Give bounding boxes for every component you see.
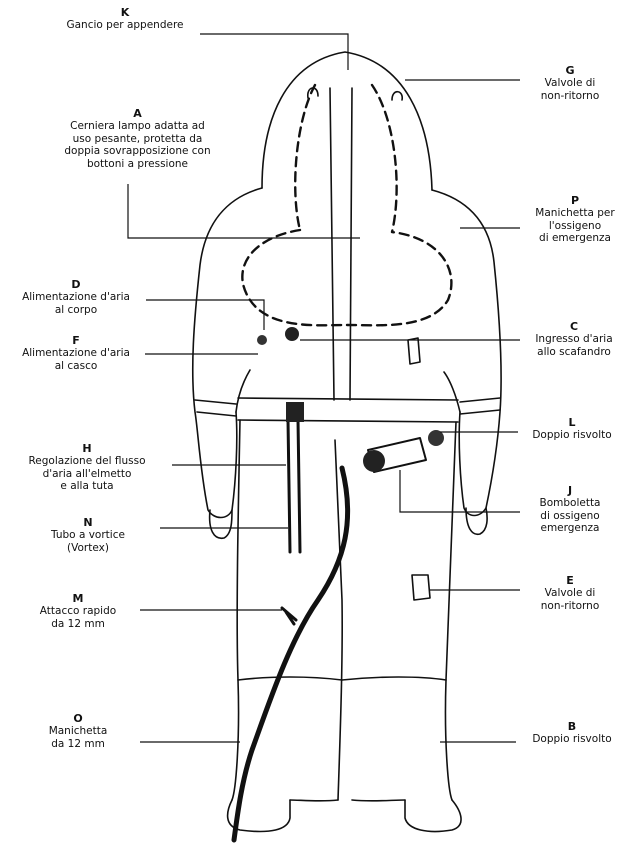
label-H-line1: Regolazione del flusso xyxy=(4,455,170,468)
air-inlet-valve xyxy=(285,327,299,341)
side-pocket xyxy=(408,338,420,364)
label-C-code: C xyxy=(520,320,628,333)
label-N-code: N xyxy=(18,516,158,529)
torso-left xyxy=(236,370,250,412)
belt xyxy=(238,398,458,422)
back-pocket xyxy=(412,575,430,600)
bottle-cap xyxy=(363,450,385,472)
label-H-line2: d'aria all'elmetto xyxy=(4,468,170,481)
label-K-code: K xyxy=(50,6,200,19)
label-B-code: B xyxy=(516,720,628,733)
label-O-code: O xyxy=(16,712,140,725)
torso-right xyxy=(444,372,460,412)
label-J: J Bomboletta di ossigeno emergenza xyxy=(520,484,620,535)
label-A-line1: Cerniera lampo adatta ad xyxy=(50,120,225,133)
leader-D xyxy=(146,300,264,330)
label-A-code: A xyxy=(50,107,225,120)
label-E-code: E xyxy=(520,574,620,587)
label-N: N Tubo a vortice (Vortex) xyxy=(18,516,158,554)
hanger-loop-right xyxy=(392,92,402,100)
label-G: G Valvole di non-ritorno xyxy=(520,64,620,102)
label-F-line2: al casco xyxy=(6,360,146,373)
label-D-line1: Alimentazione d'aria xyxy=(6,291,146,304)
label-L: L Doppio risvolto xyxy=(518,416,626,442)
label-D-code: D xyxy=(6,278,146,291)
label-E-line2: non-ritorno xyxy=(520,600,620,613)
label-O: O Manichetta da 12 mm xyxy=(16,712,140,750)
label-M-code: M xyxy=(16,592,140,605)
label-G-line1: Valvole di xyxy=(520,77,620,90)
leader-A xyxy=(128,184,360,238)
crotch xyxy=(335,440,342,800)
label-M-line2: da 12 mm xyxy=(16,618,140,631)
label-E: E Valvole di non-ritorno xyxy=(520,574,620,612)
label-K: K Gancio per appendere xyxy=(50,6,200,32)
label-K-text: Gancio per appendere xyxy=(50,19,200,32)
left-knee-patch xyxy=(238,677,342,680)
zipper-strip xyxy=(330,88,352,400)
label-P: P Manichetta per l'ossigeno di emergenza xyxy=(520,194,630,245)
label-O-line2: da 12 mm xyxy=(16,738,140,751)
label-C-line1: Ingresso d'aria xyxy=(520,333,628,346)
label-F-code: F xyxy=(6,334,146,347)
label-E-line1: Valvole di xyxy=(520,587,620,600)
label-G-code: G xyxy=(520,64,620,77)
label-O-line1: Manichetta xyxy=(16,725,140,738)
label-H-code: H xyxy=(4,442,170,455)
label-P-line2: l'ossigeno xyxy=(520,220,630,233)
right-leg xyxy=(445,422,456,800)
label-J-line3: emergenza xyxy=(520,522,620,535)
label-J-code: J xyxy=(520,484,620,497)
label-D: D Alimentazione d'aria al corpo xyxy=(6,278,146,316)
label-J-line1: Bomboletta xyxy=(520,497,620,510)
label-L-text: Doppio risvolto xyxy=(518,429,626,442)
label-N-line2: (Vortex) xyxy=(18,542,158,555)
label-H-line3: e alla tuta xyxy=(4,480,170,493)
label-C: C Ingresso d'aria allo scafandro xyxy=(520,320,628,358)
label-P-code: P xyxy=(520,194,630,207)
helmet-supply-nozzle xyxy=(257,335,267,345)
right-boot xyxy=(405,800,461,832)
label-B-text: Doppio risvolto xyxy=(516,733,628,746)
quick-connector xyxy=(282,608,296,624)
inner-left-leg xyxy=(290,800,338,801)
label-G-line2: non-ritorno xyxy=(520,90,620,103)
label-H: H Regolazione del flusso d'aria all'elme… xyxy=(4,442,170,493)
right-cuff xyxy=(460,398,500,414)
label-P-line3: di emergenza xyxy=(520,232,630,245)
label-M-line1: Attacco rapido xyxy=(16,605,140,618)
right-shoulder-arm xyxy=(432,190,501,516)
label-A-line4: bottoni a pressione xyxy=(50,158,225,171)
label-L-code: L xyxy=(518,416,626,429)
label-A-line2: uso pesante, protetta da xyxy=(50,133,225,146)
left-cuff xyxy=(195,400,236,416)
hood-outline xyxy=(262,52,432,190)
label-B: B Doppio risvolto xyxy=(516,720,628,746)
label-F: F Alimentazione d'aria al casco xyxy=(6,334,146,372)
label-A-line3: doppia sovrapposizione con xyxy=(50,145,225,158)
label-A: A Cerniera lampo adatta ad uso pesante, … xyxy=(50,107,225,170)
label-D-line2: al corpo xyxy=(6,304,146,317)
label-M: M Attacco rapido da 12 mm xyxy=(16,592,140,630)
label-P-line1: Manichetta per xyxy=(520,207,630,220)
right-knee-patch xyxy=(342,677,446,680)
label-J-line2: di ossigeno xyxy=(520,510,620,523)
label-N-line1: Tubo a vortice xyxy=(18,529,158,542)
label-C-line2: allo scafandro xyxy=(520,346,628,359)
label-F-line1: Alimentazione d'aria xyxy=(6,347,146,360)
leader-K xyxy=(200,34,348,70)
flow-regulator xyxy=(286,402,304,422)
inner-right-leg xyxy=(352,800,405,801)
vortex-tube xyxy=(288,420,300,552)
